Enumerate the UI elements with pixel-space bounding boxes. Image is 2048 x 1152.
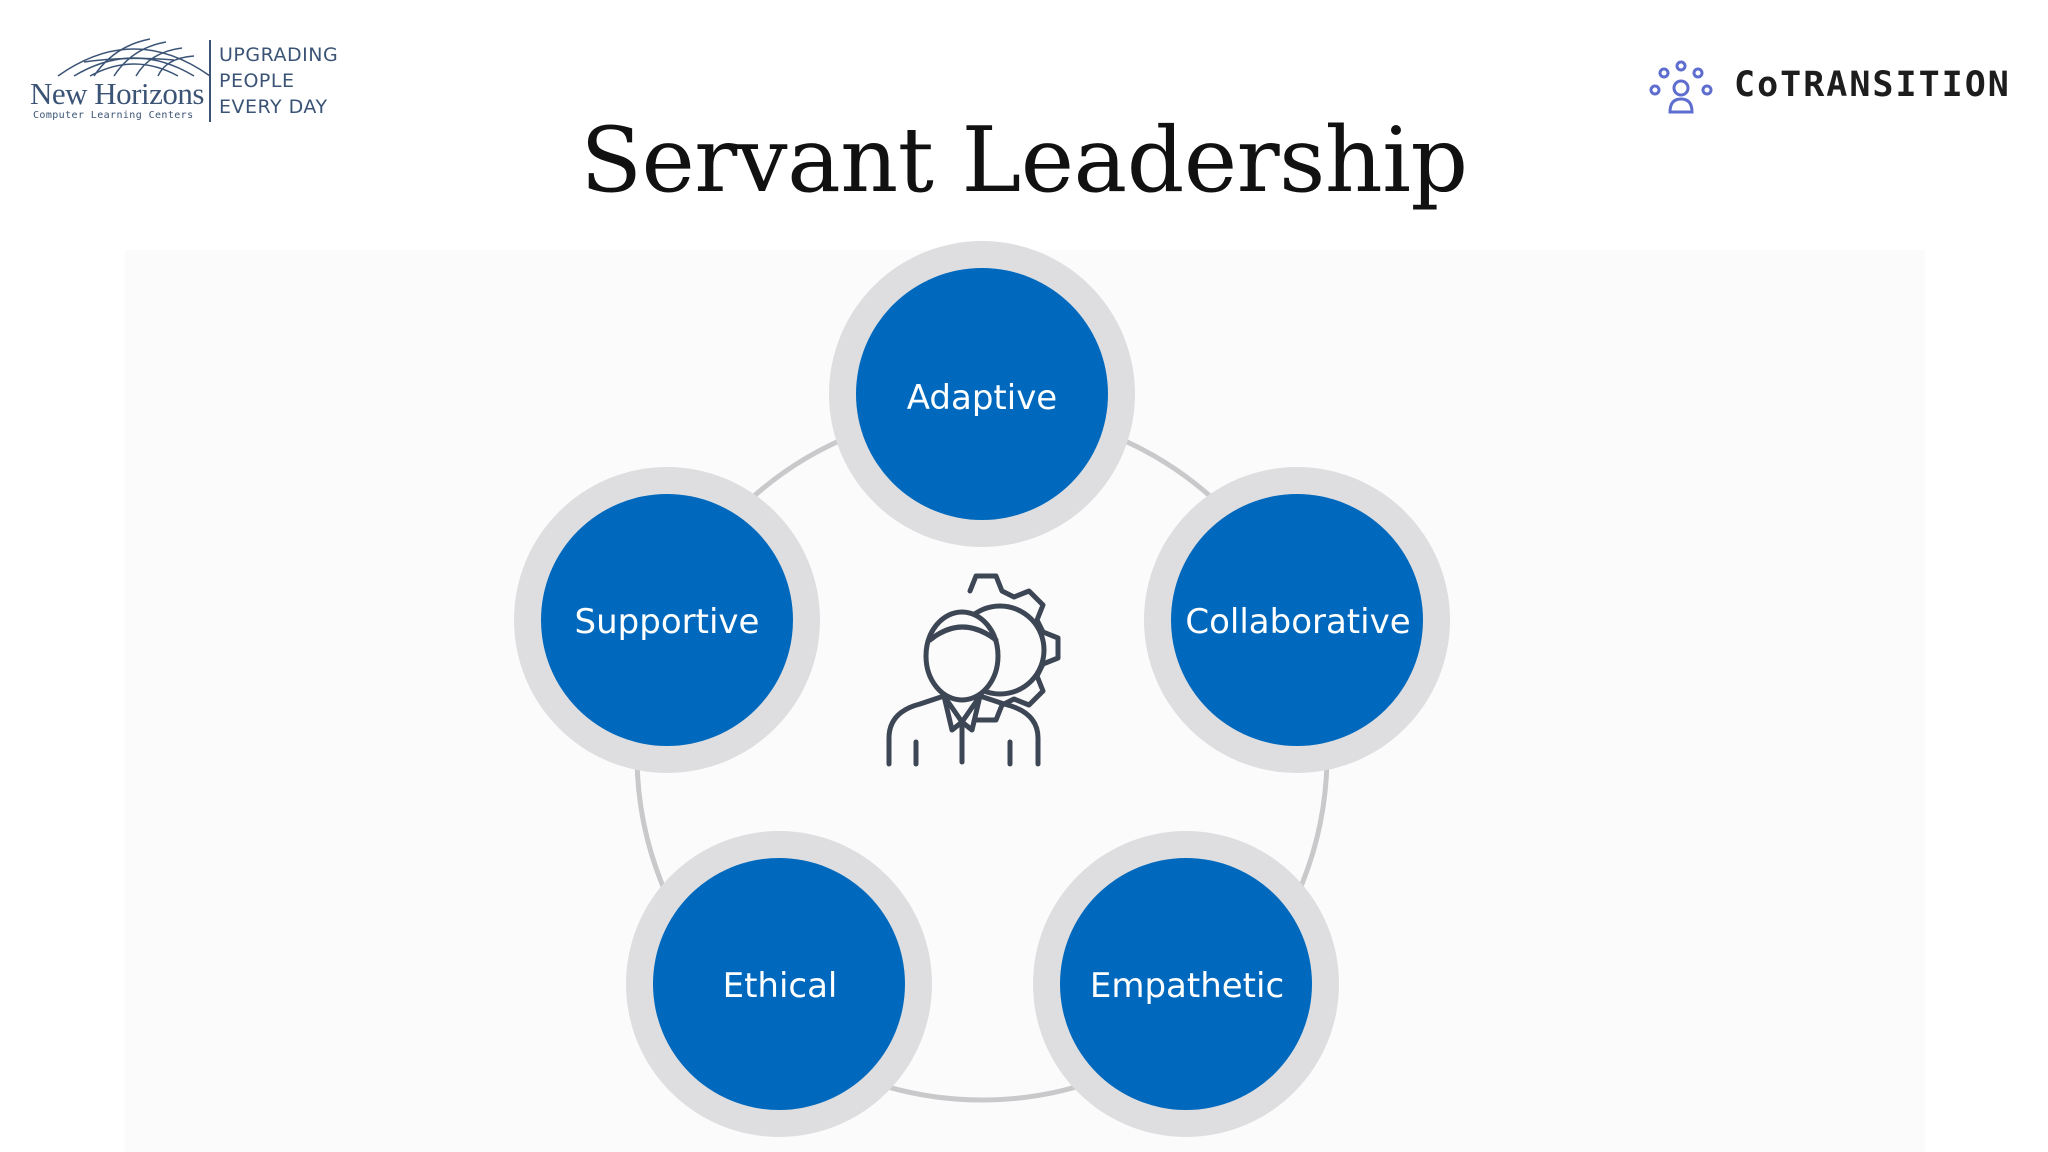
node-ethical [626,831,932,1137]
new-horizons-wordmark: New Horizons [30,76,204,111]
node-circle [1171,494,1423,746]
tagline-line-3: EVERY DAY [219,96,328,118]
node-circle [856,268,1108,520]
people-network-icon [1649,60,1713,114]
node-collaborative [1144,467,1450,773]
new-horizons-tagline: UPGRADING PEOPLE EVERY DAY [219,42,338,120]
cotransition-wordmark: CoTRANSITION [1734,65,2011,105]
page-title: Servant Leadership [580,108,1468,213]
new-horizons-subtitle: Computer Learning Centers [33,110,194,121]
new-horizons-logo: New Horizons Computer Learning Centers U… [30,36,350,128]
node-supportive [514,467,820,773]
tagline-line-1: UPGRADING [219,44,339,66]
tagline-line-2: PEOPLE [219,70,295,92]
node-empathetic [1033,831,1339,1137]
node-adaptive [829,241,1135,547]
node-circle [1060,858,1312,1110]
node-label-collaborative: Collaborative [1185,602,1411,642]
node-label-supportive: Supportive [574,602,760,642]
logo-divider [209,40,211,122]
node-circle [541,494,793,746]
node-label-ethical: Ethical [722,966,838,1006]
leader-gear-icon [886,573,1061,767]
globe-arc-icon [57,38,211,77]
cotransition-logo: CoTRANSITION [1648,60,2011,116]
node-label-empathetic: Empathetic [1089,966,1285,1006]
node-label-adaptive: Adaptive [906,378,1058,418]
node-circle [653,858,905,1110]
